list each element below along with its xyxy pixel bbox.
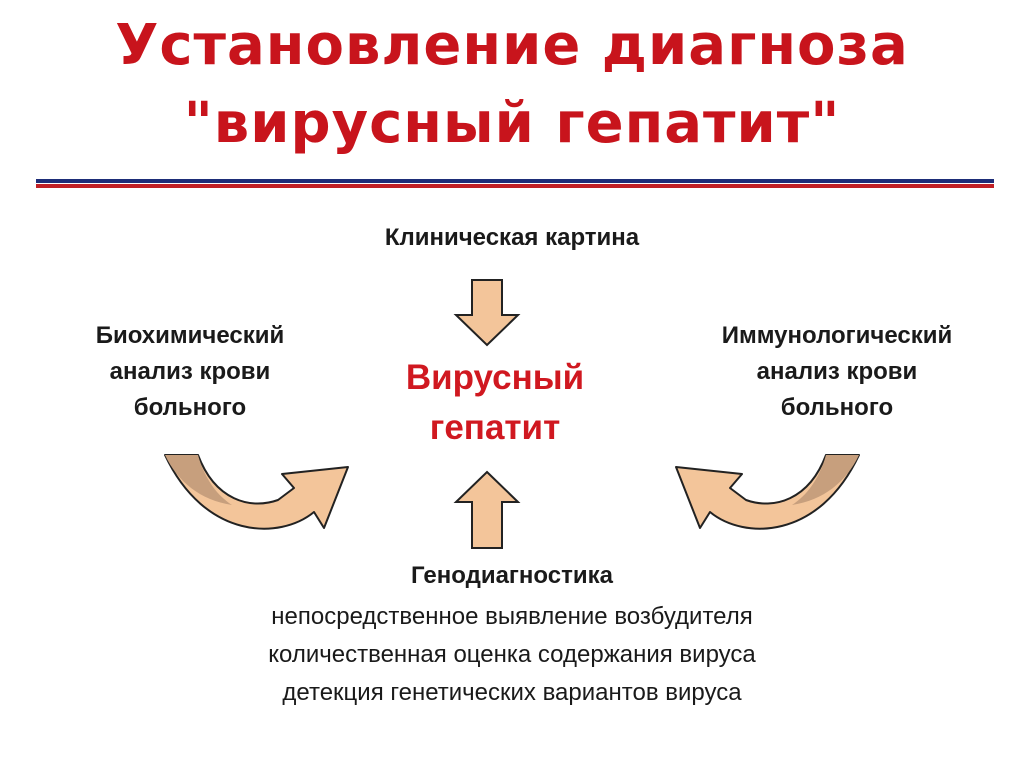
clinical-picture-label: Клиническая картина	[384, 224, 640, 251]
up-arrow-icon	[453, 470, 521, 549]
gene-diagnostics-title: Генодиагностика	[411, 562, 613, 589]
immunological-line-3: больного	[780, 394, 894, 421]
down-arrow-icon	[453, 279, 521, 347]
title-divider-red	[36, 184, 994, 188]
biochemical-analysis-label: Биохимический анализ крови больного	[40, 318, 340, 426]
center-line-1: Вирусный	[405, 358, 585, 397]
biochemical-line-3: больного	[133, 394, 247, 421]
gene-diagnostics-item: детекция генетических вариантов вируса	[282, 679, 742, 706]
gene-diagnostics-list: непосредственное выявление возбудителя к…	[0, 598, 1024, 712]
slide-title-line-2: "вирусный гепатит"	[183, 91, 841, 156]
slide-title-line-1: Установление диагноза	[115, 13, 909, 78]
biochemical-line-1: Биохимический	[95, 322, 285, 349]
immunological-analysis-label: Иммунологический анализ крови больного	[672, 318, 1002, 426]
left-curved-arrow-icon	[164, 454, 349, 530]
center-line-2: гепатит	[429, 408, 561, 447]
gene-diagnostics-item: непосредственное выявление возбудителя	[271, 603, 753, 630]
title-divider-blue	[36, 179, 994, 183]
immunological-line-2: анализ крови	[756, 358, 918, 385]
right-curved-arrow-icon	[675, 454, 860, 530]
diagnosis-center-label: Вирусный гепатит	[360, 353, 630, 453]
immunological-line-1: Иммунологический	[721, 322, 953, 349]
biochemical-line-2: анализ крови	[109, 358, 271, 385]
gene-diagnostics-item: количественная оценка содержания вируса	[268, 641, 756, 668]
